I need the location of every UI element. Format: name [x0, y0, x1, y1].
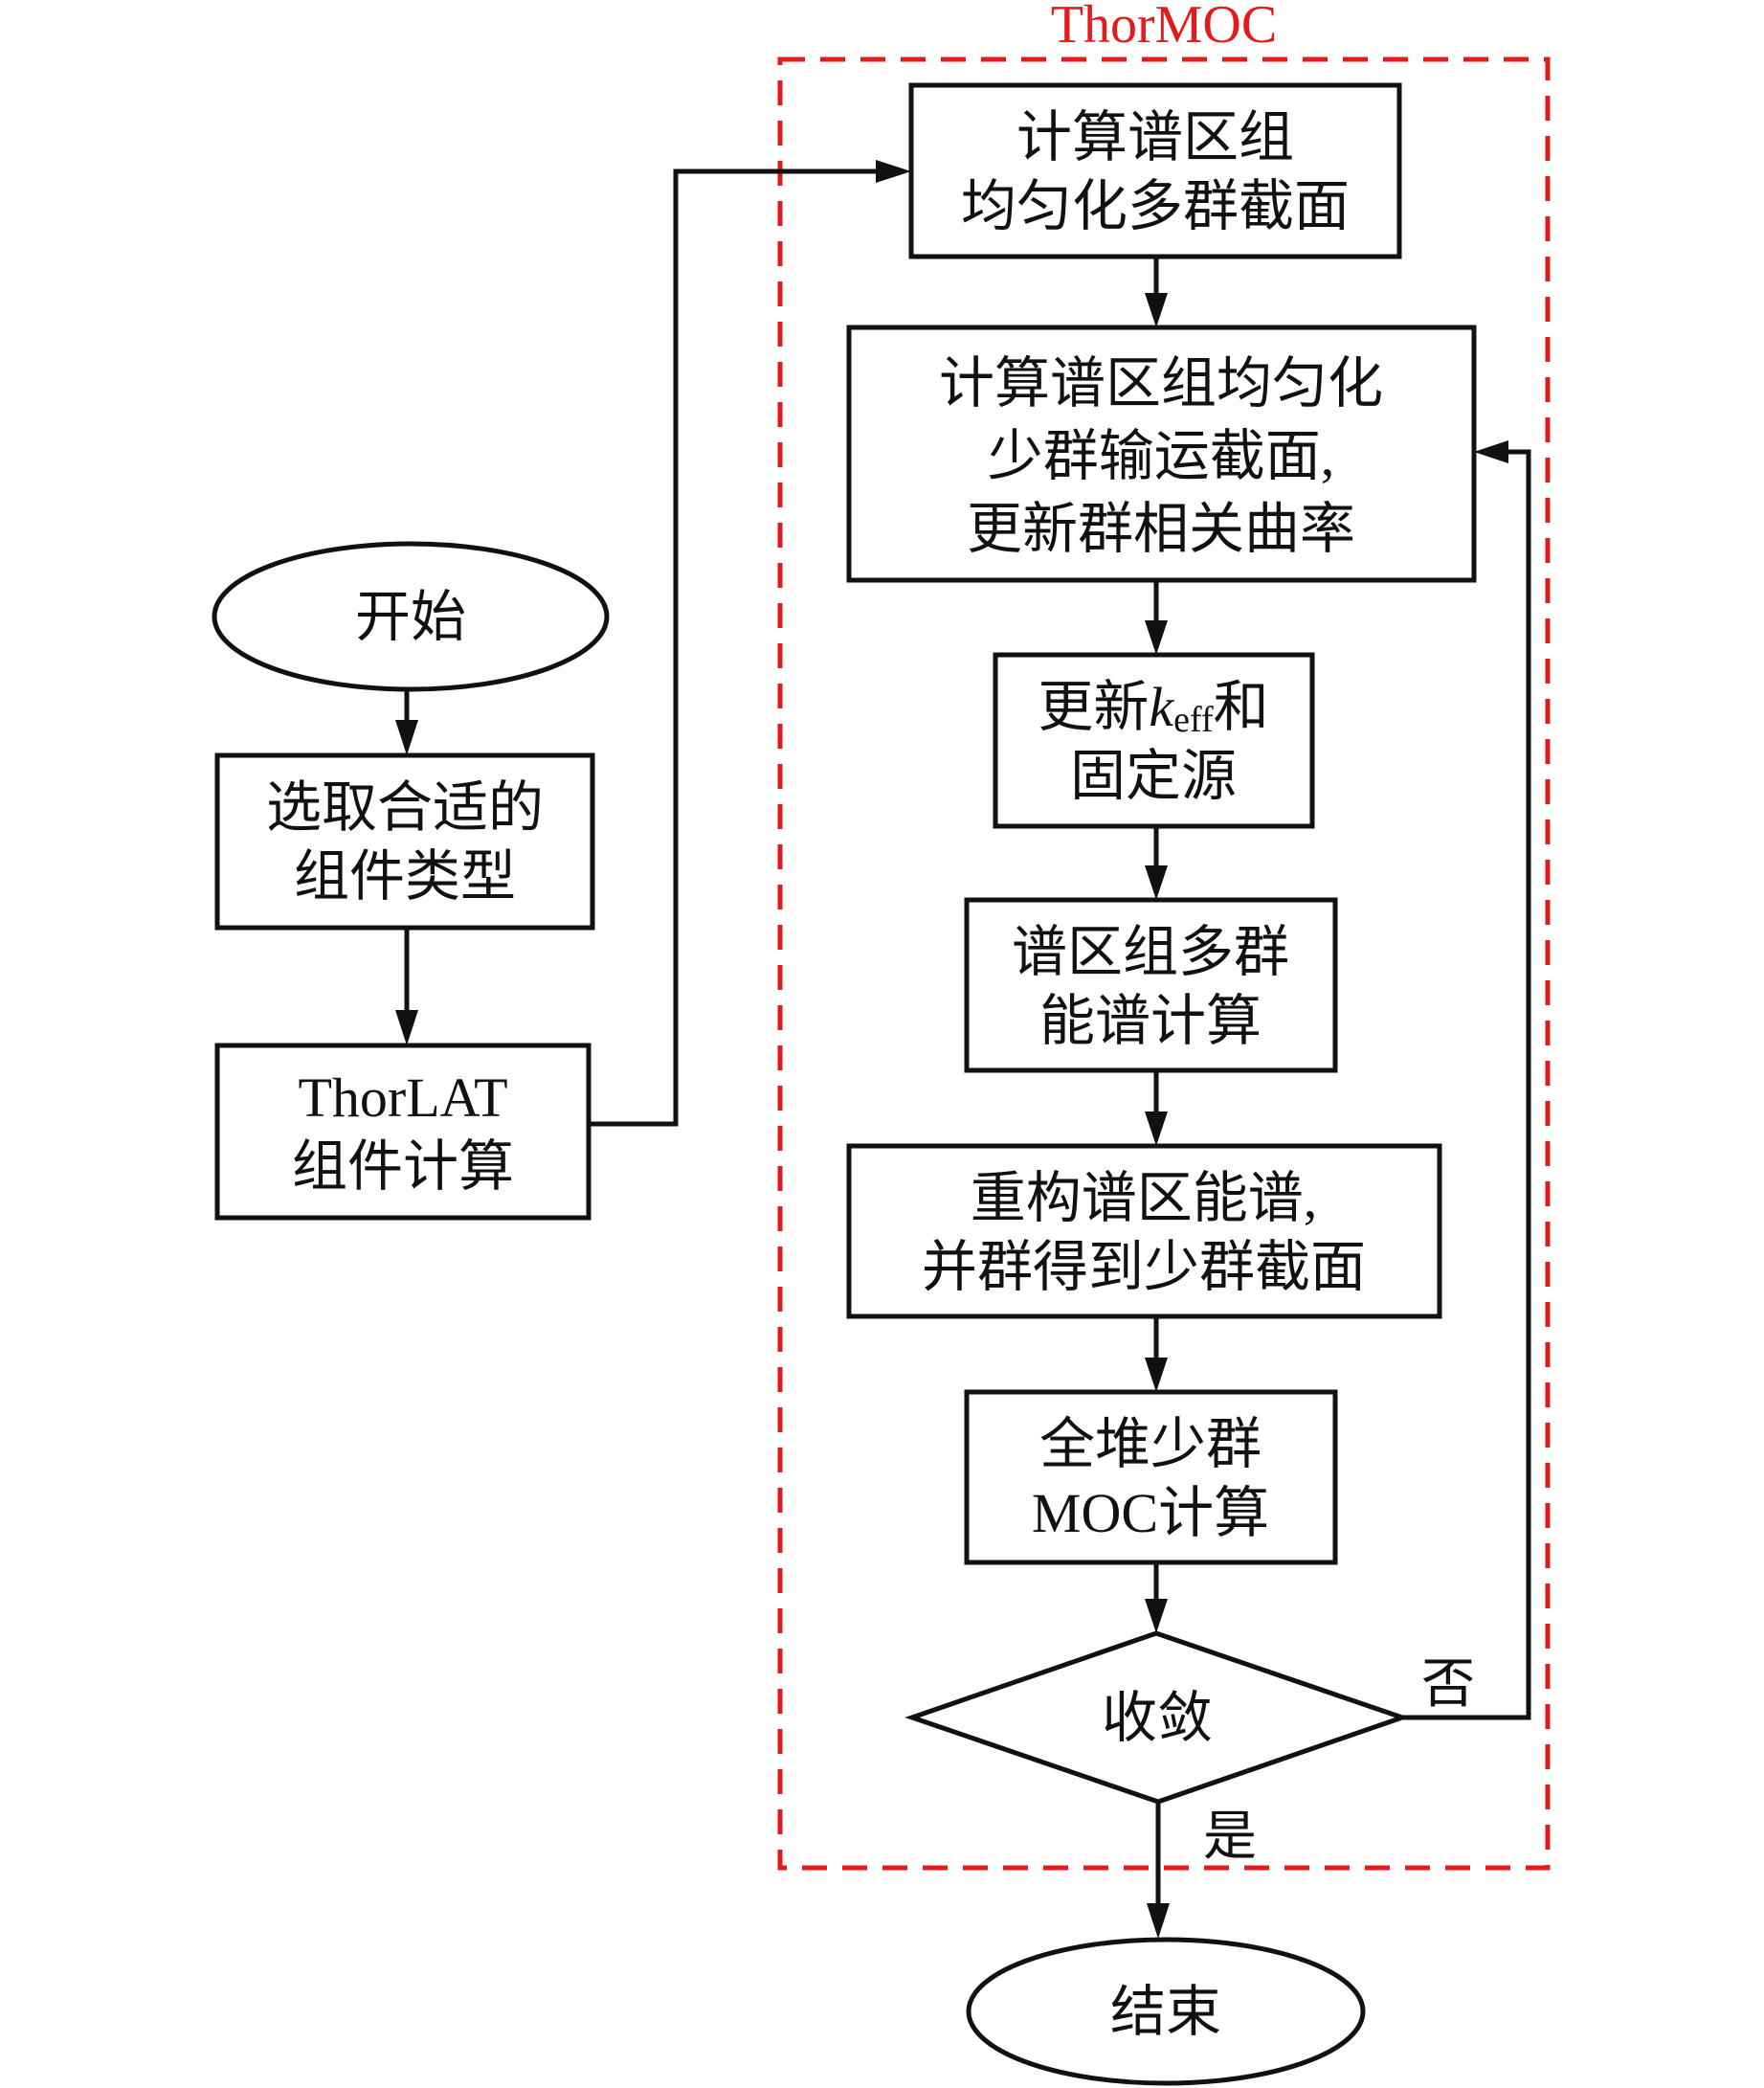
arrowhead-icon	[1145, 1111, 1168, 1146]
multigroup-xs-line-1: 计算谱区组	[1016, 106, 1294, 168]
arrowhead-icon	[1145, 865, 1168, 900]
edge-label-no: 否	[1421, 1655, 1475, 1715]
thorlat-calc-line-2: 组件计算	[292, 1135, 514, 1198]
reconstruct-line-1: 重构谱区能谱,	[971, 1167, 1318, 1229]
arrowhead-icon	[1145, 1599, 1168, 1633]
arrowhead-icon	[395, 720, 418, 755]
arrowhead-icon	[1145, 293, 1168, 327]
node-multigroup-xs: 计算谱区组 均匀化多群截面	[908, 82, 1402, 259]
arrowhead-icon	[1147, 1903, 1170, 1939]
node-multigroup-spectrum: 谱区组多群 能谱计算	[964, 897, 1338, 1073]
multigroup-xs-line-2: 均匀化多群截面	[961, 175, 1350, 237]
node-select-assembly: 选取合适的 组件类型	[214, 752, 595, 931]
edge-thorlat-to-multigroup-xs	[589, 168, 882, 1127]
node-reconstruct: 重构谱区能谱, 并群得到少群截面	[846, 1143, 1442, 1319]
core-moc-line-2: MOC计算	[1032, 1482, 1269, 1544]
fewgroup-xs-box	[846, 325, 1477, 583]
keff-subscript: eff	[1173, 700, 1214, 740]
select-assembly-line-2: 组件类型	[294, 845, 516, 908]
update-keff-line-2: 固定源	[1070, 745, 1237, 807]
edges	[395, 160, 1531, 1939]
multigroup-spectrum-line-1: 谱区组多群	[1012, 921, 1289, 983]
update-keff-prefix: 更新	[1038, 676, 1149, 738]
edge-converged-no-feedback	[1402, 449, 1531, 1720]
update-keff-suffix: 和	[1214, 676, 1269, 738]
select-assembly-box	[214, 752, 595, 931]
start-terminal-shape	[212, 541, 610, 692]
end-label: 结束	[1110, 1981, 1221, 2043]
keff-symbol: k	[1149, 676, 1174, 738]
start-label: 开始	[355, 586, 466, 648]
thorlat-calc-box	[214, 1043, 592, 1221]
thormoc-group-title: ThorMOC	[1051, 0, 1277, 55]
reconstruct-line-2: 并群得到少群截面	[922, 1236, 1366, 1298]
arrowhead-icon	[876, 160, 911, 183]
arrowhead-icon	[1474, 440, 1508, 463]
node-start: 开始	[212, 541, 610, 692]
fewgroup-xs-line-3: 更新群相关曲率	[967, 498, 1355, 560]
node-end: 结束	[966, 1937, 1366, 2086]
arrowhead-icon	[395, 1010, 418, 1045]
update-keff-box	[993, 652, 1315, 829]
node-converged: 收敛	[904, 1630, 1410, 1805]
select-assembly-line-1: 选取合适的	[266, 776, 544, 839]
multigroup-spectrum-box	[964, 897, 1338, 1073]
end-terminal-shape	[966, 1937, 1366, 2086]
node-thorlat-calc: ThorLAT 组件计算	[214, 1043, 592, 1221]
fewgroup-xs-line-2: 少群输运截面,	[988, 425, 1335, 487]
arrowhead-icon	[1145, 1358, 1168, 1392]
thorlat-calc-line-1: ThorLAT	[298, 1066, 507, 1129]
node-update-keff: 更新keff和 固定源	[993, 652, 1315, 829]
converged-label: 收敛	[1102, 1687, 1213, 1749]
update-keff-line-1: 更新keff和	[1038, 676, 1268, 740]
node-core-moc: 全堆少群 MOC计算	[964, 1389, 1338, 1565]
fewgroup-xs-line-1: 计算谱区组均匀化	[939, 352, 1383, 415]
converged-decision-shape	[904, 1630, 1410, 1805]
multigroup-spectrum-line-2: 能谱计算	[1039, 990, 1262, 1052]
arrowhead-icon	[1145, 620, 1168, 655]
thormoc-group-boundary	[777, 56, 1551, 1871]
edge-label-yes: 是	[1203, 1807, 1257, 1867]
core-moc-line-1: 全堆少群	[1039, 1413, 1262, 1475]
node-fewgroup-xs: 计算谱区组均匀化 少群输运截面, 更新群相关曲率	[846, 325, 1477, 583]
reconstruct-box	[846, 1143, 1442, 1319]
core-moc-box	[964, 1389, 1338, 1565]
multigroup-xs-box	[908, 82, 1402, 259]
